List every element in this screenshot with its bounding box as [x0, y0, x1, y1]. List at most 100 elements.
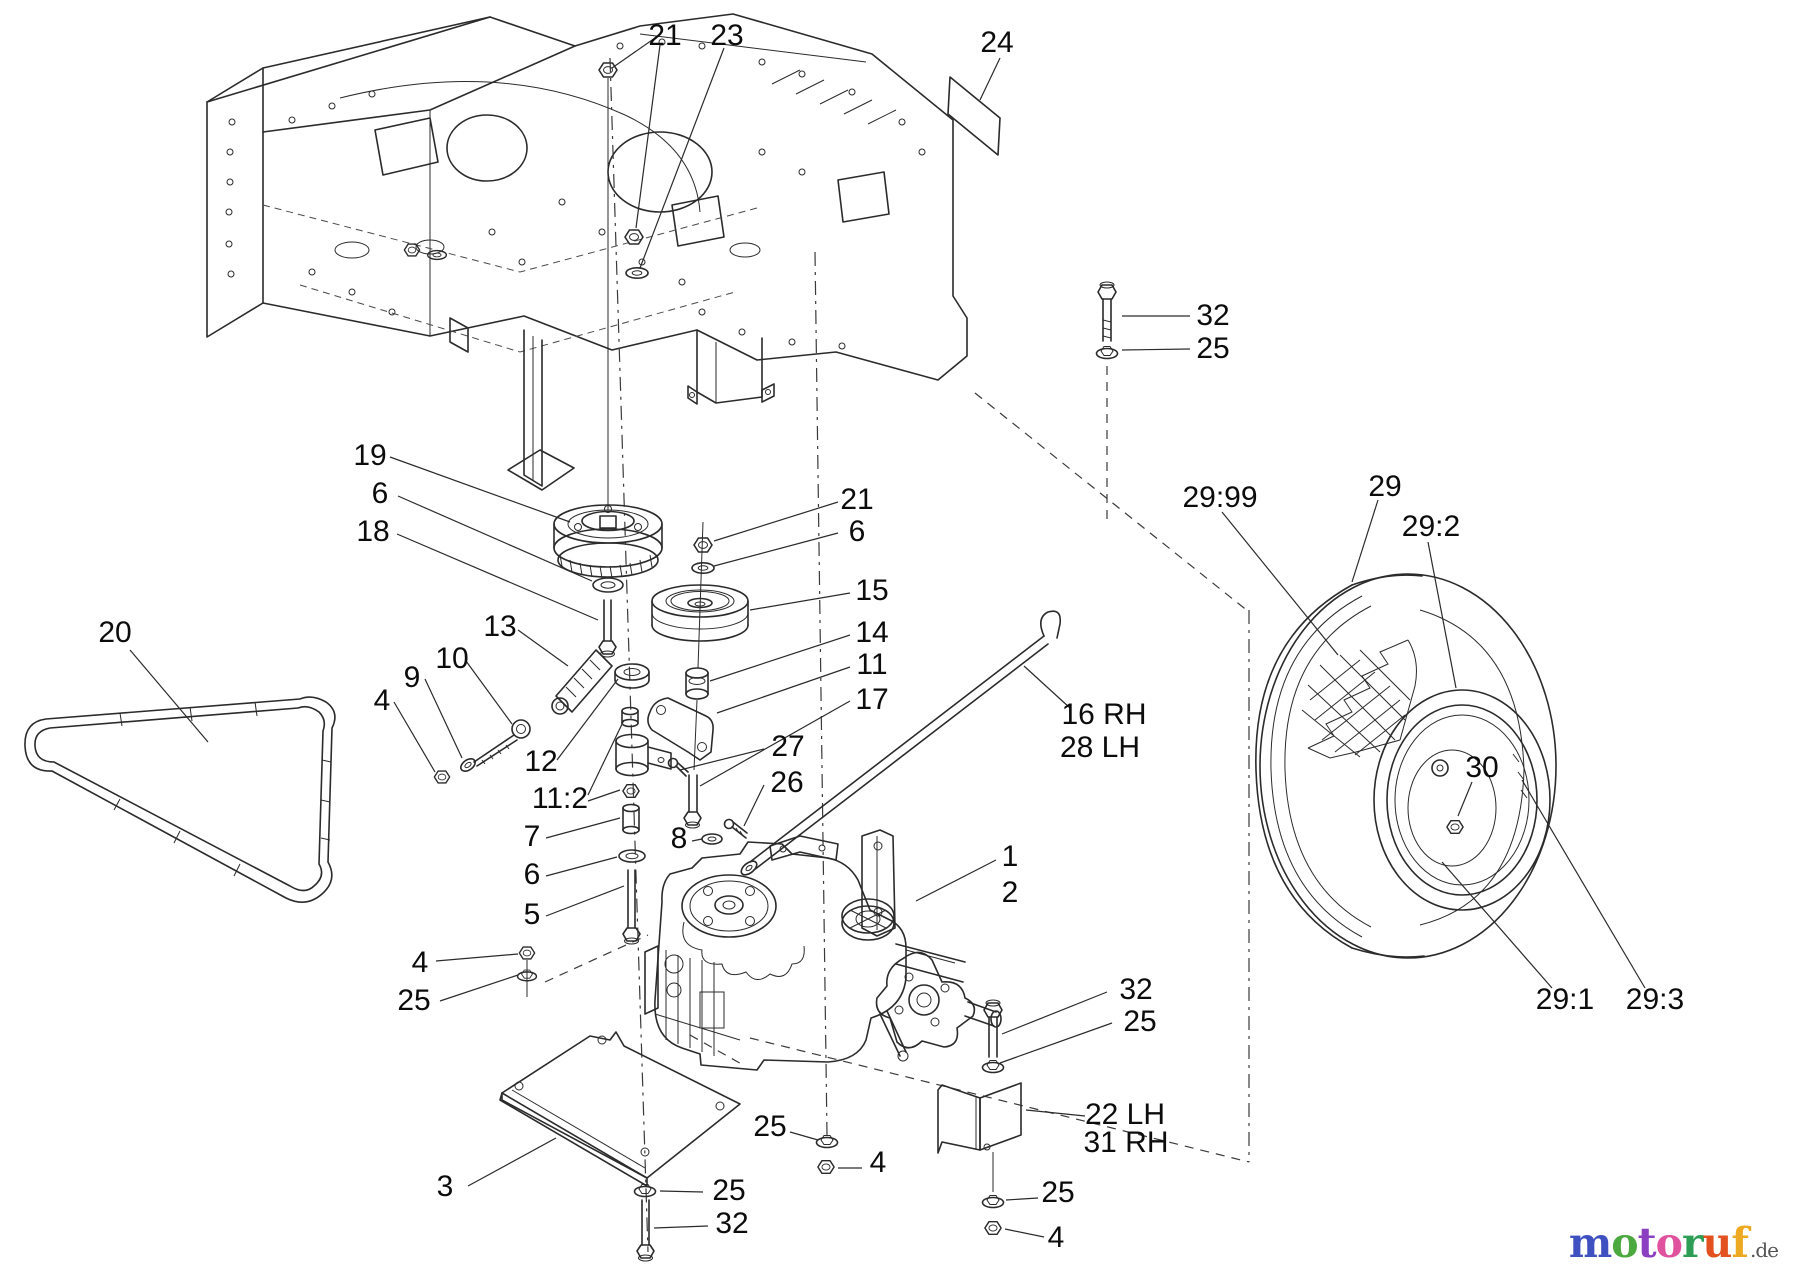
part-label-12: 12	[524, 745, 557, 778]
bolt-5	[622, 869, 641, 945]
motoruf-logo: motoruf .de	[1568, 1219, 1779, 1267]
part-label-21: 21	[840, 483, 873, 516]
part-label-19: 19	[353, 439, 386, 472]
part-label-17: 17	[855, 683, 888, 716]
logo-letter: m	[1568, 1219, 1612, 1267]
washer-6-right	[691, 561, 715, 575]
part-label-32: 32	[715, 1207, 748, 1240]
part-label-15: 15	[855, 574, 888, 607]
pivot-housing	[615, 733, 672, 777]
part-label-32: 32	[1119, 973, 1152, 1006]
washer-8	[701, 833, 723, 845]
logo-letter: f	[1731, 1219, 1749, 1267]
part-label-25: 25	[712, 1174, 745, 1207]
part-label-7: 7	[524, 820, 541, 853]
logo-letter: o	[1611, 1219, 1638, 1267]
part-label-23: 23	[710, 19, 743, 52]
cable-16rh-28lh	[740, 610, 1062, 876]
bolt-17	[683, 774, 702, 829]
nut-21-mid	[624, 229, 644, 245]
part-label-6: 6	[372, 477, 389, 510]
part-label-4: 4	[412, 946, 429, 979]
chassis-frame	[206, 13, 1001, 491]
part-label-18: 18	[356, 515, 389, 548]
part-label-25: 25	[1041, 1176, 1074, 1209]
spacer-7	[622, 803, 640, 835]
part-label-4: 4	[1048, 1221, 1065, 1254]
logo-letter: t	[1637, 1219, 1657, 1267]
tread-pattern	[1301, 639, 1417, 759]
part-label-29-2: 29:2	[1402, 510, 1460, 543]
part-label-4: 4	[374, 684, 391, 717]
part-label-6: 6	[524, 858, 541, 891]
leader-lines	[129, 37, 1646, 1238]
logo-letter: u	[1702, 1219, 1733, 1267]
nut-4-left	[433, 770, 451, 784]
part-label-29-99: 29:99	[1182, 481, 1257, 514]
part-label-29: 29	[1368, 470, 1401, 503]
guard-bracket-22-31	[937, 1082, 1022, 1154]
part-label-6: 6	[849, 515, 866, 548]
drive-belt-20	[24, 696, 336, 903]
part-label-26: 26	[770, 766, 803, 799]
part-label-30: 30	[1465, 751, 1498, 784]
part-label-32: 32	[1196, 299, 1229, 332]
wheel-tire-29	[1255, 573, 1557, 959]
part-label-9: 9	[404, 661, 421, 694]
decal-24	[947, 76, 1001, 156]
part-label-25: 25	[1123, 1005, 1156, 1038]
nut-21-right	[693, 537, 713, 553]
logo-letter: o	[1655, 1219, 1683, 1267]
axle-hub	[875, 951, 1002, 1062]
bushing-11-2	[621, 706, 639, 728]
spacer-14	[685, 667, 709, 700]
part-label-27: 27	[771, 730, 804, 763]
washer-25-guard	[981, 1194, 1005, 1209]
part-label-11: 11	[856, 648, 887, 681]
washer-25-bottom	[633, 1183, 657, 1198]
bolt-18	[598, 599, 617, 658]
nut-4-plate	[518, 946, 536, 960]
part-label-21: 21	[648, 19, 681, 52]
bolt-32-top	[1095, 281, 1119, 360]
motoruf-logo-letters: motoruf	[1568, 1219, 1749, 1267]
clutch-pulley-19	[553, 504, 663, 658]
part-label-29-3: 29:3	[1626, 983, 1684, 1016]
frame-holes	[225, 38, 926, 350]
eyebolt-10	[473, 719, 531, 767]
nut-21-top	[598, 62, 618, 78]
part-label-4: 4	[870, 1146, 887, 1179]
idler-pulley-15	[647, 537, 749, 845]
washer-23	[625, 266, 649, 280]
nut-4-mid	[817, 1159, 835, 1175]
part-label-25: 25	[397, 984, 430, 1017]
washer-9	[460, 758, 476, 772]
guide-plate-3	[499, 1031, 741, 1187]
part-label-5: 5	[524, 898, 541, 931]
cooling-fan	[681, 874, 805, 980]
washer-25-mid	[815, 1134, 839, 1149]
bolt-32-right	[981, 999, 1005, 1074]
nut-4-guard	[984, 1220, 1002, 1236]
bolt-32-bottom	[636, 1199, 655, 1262]
part-label-22-LH: 22 LH	[1085, 1098, 1165, 1131]
part-label-11-2: 11:2	[532, 782, 588, 815]
part-label-13: 13	[483, 610, 516, 643]
idler-arm-11	[647, 697, 714, 761]
centerlines	[526, 57, 1250, 1253]
part-label-24: 24	[980, 26, 1013, 59]
part-label-1: 1	[1002, 840, 1019, 873]
spring-13	[551, 649, 613, 715]
part-label-20: 20	[98, 616, 131, 649]
part-label-3: 3	[437, 1170, 454, 1203]
lower-hardware	[499, 946, 1022, 1262]
part-label-14: 14	[855, 616, 888, 649]
washer-6-lower	[618, 849, 646, 863]
nut-30	[1446, 819, 1464, 835]
transaxle-assembly	[644, 829, 1002, 1071]
part-label-25: 25	[753, 1110, 786, 1143]
part-label-10: 10	[435, 642, 468, 675]
